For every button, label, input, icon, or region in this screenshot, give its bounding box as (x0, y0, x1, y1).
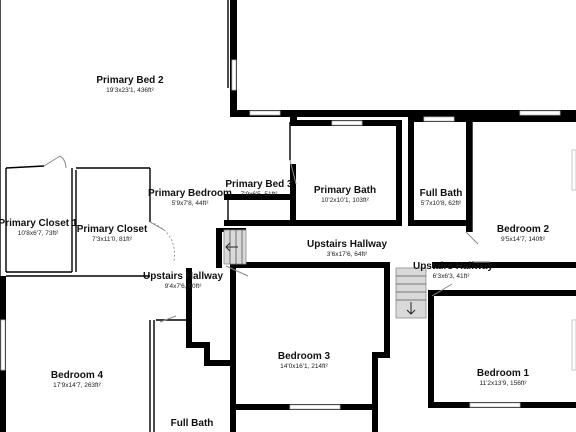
room-size: 9'4x7'6, 60ft² (165, 283, 203, 290)
room-size: 5'7x10'8, 62ft² (421, 200, 462, 207)
room-name: Full Bath (171, 418, 214, 429)
room-primary-closet: Primary Closet 7'3x11'0, 81ft² (77, 224, 148, 243)
room-name: Primary Bedroom (148, 188, 232, 199)
room-bedroom-2: Bedroom 2 9'5x14'7, 140ft² (497, 224, 550, 243)
room-size: 7'9x6'5, 51ft² (241, 191, 279, 198)
room-bedroom-1: Bedroom 1 11'2x13'9, 156ft² (477, 368, 530, 387)
room-name: Bedroom 3 (278, 351, 331, 362)
room-upstairs-hallway-left: Upstairs Hallway 9'4x7'6, 60ft² (143, 271, 223, 290)
room-full-bath-lower: Full Bath (171, 418, 214, 429)
room-size: 14'0x16'1, 214ft² (280, 363, 328, 370)
room-size: 9'5x14'7, 140ft² (501, 236, 546, 243)
room-size: 6'3x6'3, 41ft² (433, 273, 471, 280)
room-size: 11'2x13'9, 156ft² (479, 380, 527, 387)
stairs-upper (223, 229, 247, 265)
room-size: 5'9x7'8, 44ft² (172, 200, 210, 207)
room-size: 7'3x11'0, 81ft² (92, 236, 133, 243)
room-primary-bath: Primary Bath 10'2x10'1, 103ft² (314, 185, 376, 204)
room-name: Upstairs Hallway (307, 239, 387, 250)
room-bedroom-4: Bedroom 4 17'9x14'7, 263ft² (51, 370, 104, 389)
room-name: Bedroom 2 (497, 224, 550, 235)
room-name: Upstairs Hallway (413, 261, 493, 272)
room-name: Primary Bed 2 (96, 75, 164, 86)
room-name: Bedroom 1 (477, 368, 530, 379)
room-full-bath-upper: Full Bath 5'7x10'8, 62ft² (420, 188, 463, 207)
thin-walls (0, 0, 473, 432)
arrow-left-icon (225, 242, 238, 252)
room-primary-closet-1: Primary Closet 1 10'8x6'7, 73ft² (0, 218, 78, 237)
room-upstairs-hallway-right: Upstairs Hallway 6'3x6'3, 41ft² (413, 261, 493, 280)
room-name: Full Bath (420, 188, 463, 199)
room-name: Bedroom 4 (51, 370, 104, 381)
room-size: 10'2x10'1, 103ft² (321, 197, 369, 204)
room-primary-bed-2: Primary Bed 2 19'3x23'1, 436ft² (96, 75, 164, 94)
room-bedroom-3: Bedroom 3 14'0x16'1, 214ft² (278, 351, 331, 370)
room-name: Upstairs Hallway (143, 271, 223, 282)
room-upstairs-hallway-main: Upstairs Hallway 3'6x17'6, 64ft² (307, 239, 387, 258)
windows (0, 59, 576, 410)
room-name: Primary Closet (77, 224, 148, 235)
room-name: Primary Bath (314, 185, 376, 196)
room-size: 19'3x23'1, 436ft² (106, 87, 154, 94)
room-size: 17'9x14'7, 263ft² (53, 382, 101, 389)
stairs-lower (395, 267, 427, 319)
room-name: Primary Bed 3 (225, 179, 293, 190)
room-size: 3'6x17'6, 64ft² (327, 251, 368, 258)
room-primary-bed-3: Primary Bed 3 7'9x6'5, 51ft² (225, 179, 293, 198)
arrow-down-icon (406, 302, 416, 315)
room-name: Primary Closet 1 (0, 218, 78, 229)
room-primary-bedroom: Primary Bedroom 5'9x7'8, 44ft² (148, 188, 232, 207)
room-size: 10'8x6'7, 73ft² (18, 230, 59, 237)
doors (43, 155, 490, 323)
